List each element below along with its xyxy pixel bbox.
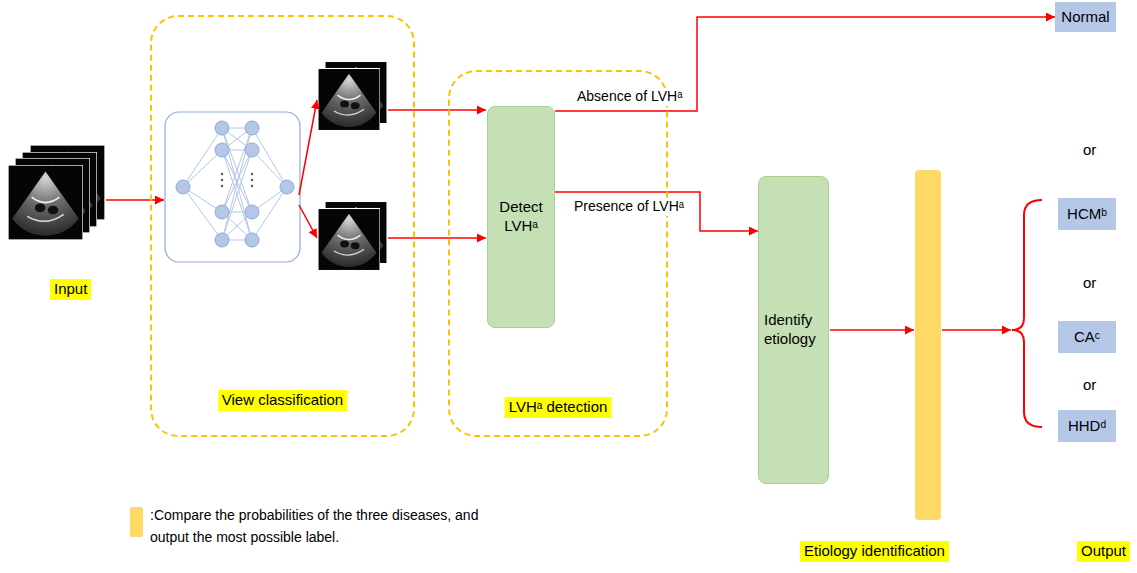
flow-arrow [388, 237, 486, 239]
output-box: CAᶜ [1058, 321, 1116, 353]
node-label: CAᶜ [1074, 328, 1100, 347]
stage-label: Output [1077, 541, 1130, 562]
network-links [183, 128, 287, 240]
stage-title: LVHᵃ detection [505, 397, 612, 418]
ellipsis-dots [221, 173, 253, 187]
connector-arrow [555, 192, 758, 231]
flow-arrow [299, 205, 317, 238]
or-label: or [1083, 274, 1096, 293]
stage-region: View classification [150, 15, 415, 437]
legend-row: :Compare the probabilities of the three … [130, 507, 518, 548]
node-label: HCMᵇ [1067, 205, 1107, 224]
node-label: Detect LVHᵃ [492, 198, 550, 236]
legend-text: :Compare the probabilities of the three … [150, 505, 518, 548]
process-box: Detect LVHᵃ [487, 106, 555, 328]
or-label: or [1083, 376, 1096, 395]
flow-arrow [942, 329, 1011, 331]
network-neurons [176, 121, 294, 247]
edge-label: Presence of LVHᵃ [572, 198, 686, 216]
or-label: or [1083, 141, 1096, 160]
flow-arrow [106, 199, 164, 201]
output-box: HHDᵈ [1058, 410, 1116, 442]
legend-swatch [130, 507, 143, 537]
node-label: HHDᵈ [1068, 417, 1106, 436]
node-label: Identify etiology [764, 311, 824, 349]
stage-region: LVHᵃ detection Detect LVHᵃ [448, 70, 668, 437]
edge-label: Absence of LVHᵃ [575, 88, 684, 106]
stage-label: Input [50, 279, 91, 300]
node-label: Normal [1061, 8, 1109, 27]
network-box [165, 112, 300, 262]
connector-arrow [555, 17, 1055, 111]
output-box: HCMᵇ [1058, 198, 1116, 230]
comparison-bar [915, 170, 941, 520]
echo-frame [8, 165, 83, 240]
echo-frame [318, 209, 380, 271]
flow-arrow [830, 329, 914, 331]
output-box: Normal [1055, 2, 1116, 32]
process-box: Identify etiology [758, 176, 829, 484]
stage-label: Etiology identification [800, 541, 949, 562]
stage-title: View classification [218, 390, 347, 411]
flow-arrow [299, 100, 317, 195]
output-bracket [1012, 200, 1042, 427]
flow-arrow [388, 109, 486, 111]
echo-frame [318, 69, 380, 131]
